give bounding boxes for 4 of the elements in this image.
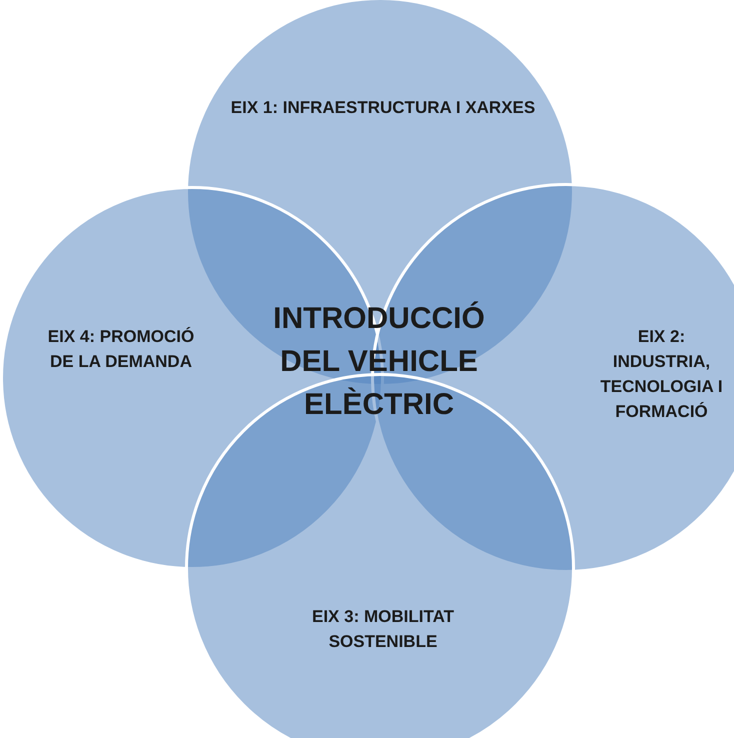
circle-label: EIX 3: MOBILITAT SOSTENIBLE	[311, 606, 455, 653]
circle-label: EIX 4: PROMOCIÓ DE LA DEMANDA	[46, 326, 196, 373]
circle-label: EIX 1: INFRAESTRUCTURA I XARXES	[230, 97, 536, 119]
circle-label: EIX 2: INDUSTRIA, TECNOLOGIA I FORMACIÓ	[599, 326, 724, 423]
